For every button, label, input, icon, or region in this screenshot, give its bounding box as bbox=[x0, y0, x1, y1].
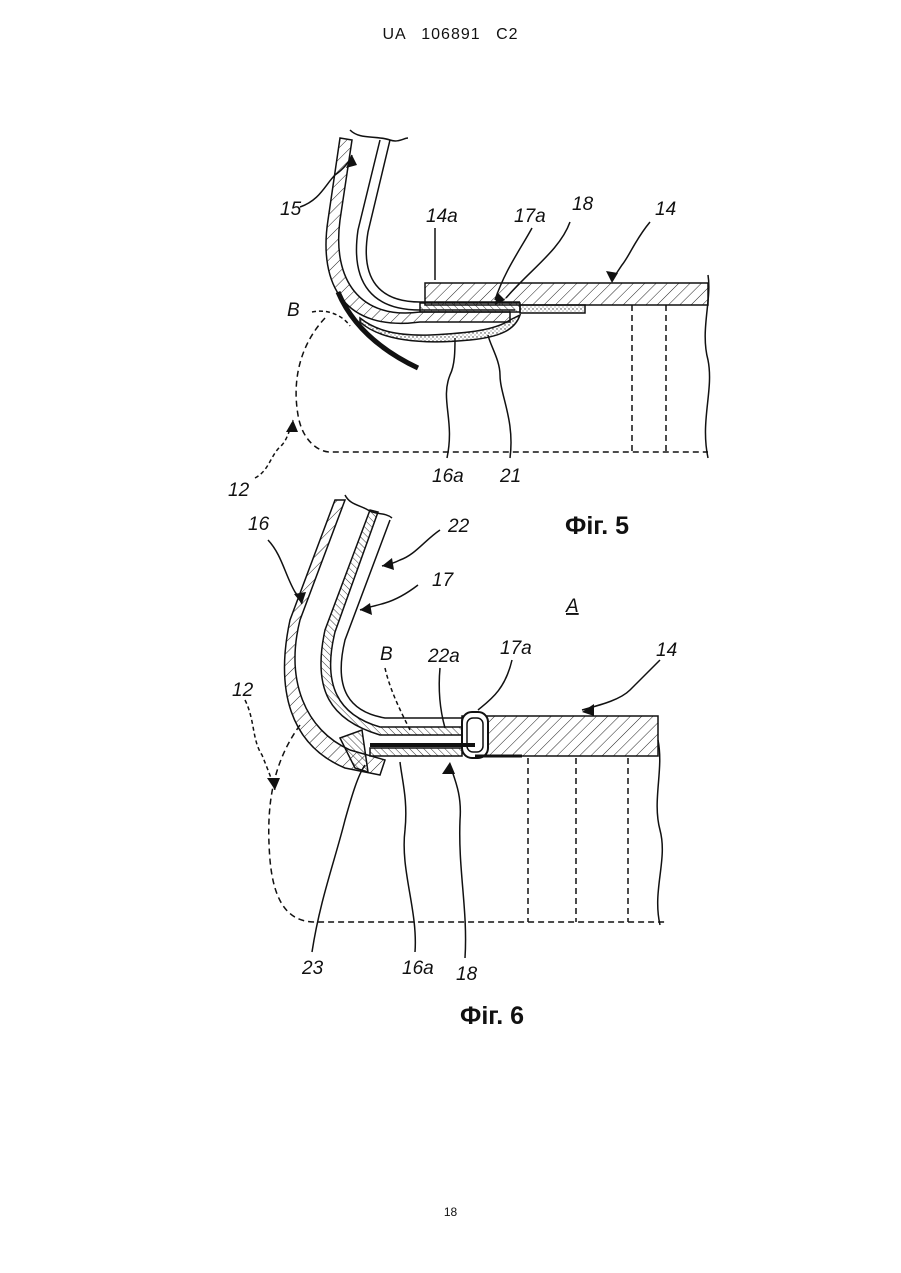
ref-label: 14 bbox=[656, 640, 677, 661]
ref-label: B bbox=[287, 300, 300, 321]
panel-16-outer bbox=[285, 500, 385, 775]
ref-label: 12 bbox=[228, 480, 250, 501]
ref-label: 18 bbox=[572, 194, 594, 215]
ref-label: 14 bbox=[655, 199, 676, 220]
ref-label: 22 bbox=[447, 516, 470, 537]
ref-label: 23 bbox=[301, 958, 324, 979]
panel-14-fig6 bbox=[462, 716, 658, 756]
ref-label: 15 bbox=[280, 199, 302, 220]
figure-5-caption: Фіг. 5 bbox=[565, 512, 629, 541]
ref-label: 17a bbox=[514, 206, 546, 227]
ref-label: 18 bbox=[456, 964, 478, 985]
figure-5-drawing bbox=[255, 130, 710, 478]
ref-label: 17 bbox=[432, 570, 455, 591]
ref-label: 16 bbox=[248, 514, 270, 535]
figure-5-labels: 15 14a 17a 18 14 B 12 16a 21 bbox=[228, 194, 676, 501]
ref-label: 21 bbox=[499, 466, 521, 487]
ref-label: 22a bbox=[427, 646, 460, 667]
page-number: 18 bbox=[0, 1205, 901, 1219]
ref-label: 16a bbox=[402, 958, 434, 979]
figure-6-caption: Фіг. 6 bbox=[460, 1002, 524, 1031]
ref-label: B bbox=[380, 644, 393, 665]
ref-label: 12 bbox=[232, 680, 254, 701]
figure-6-drawing bbox=[245, 495, 668, 958]
panel-14 bbox=[425, 283, 708, 305]
ref-label: 17a bbox=[500, 638, 532, 659]
ref-label: 16a bbox=[432, 466, 464, 487]
ref-label: 14a bbox=[426, 206, 458, 227]
ref-label: A bbox=[565, 596, 579, 617]
